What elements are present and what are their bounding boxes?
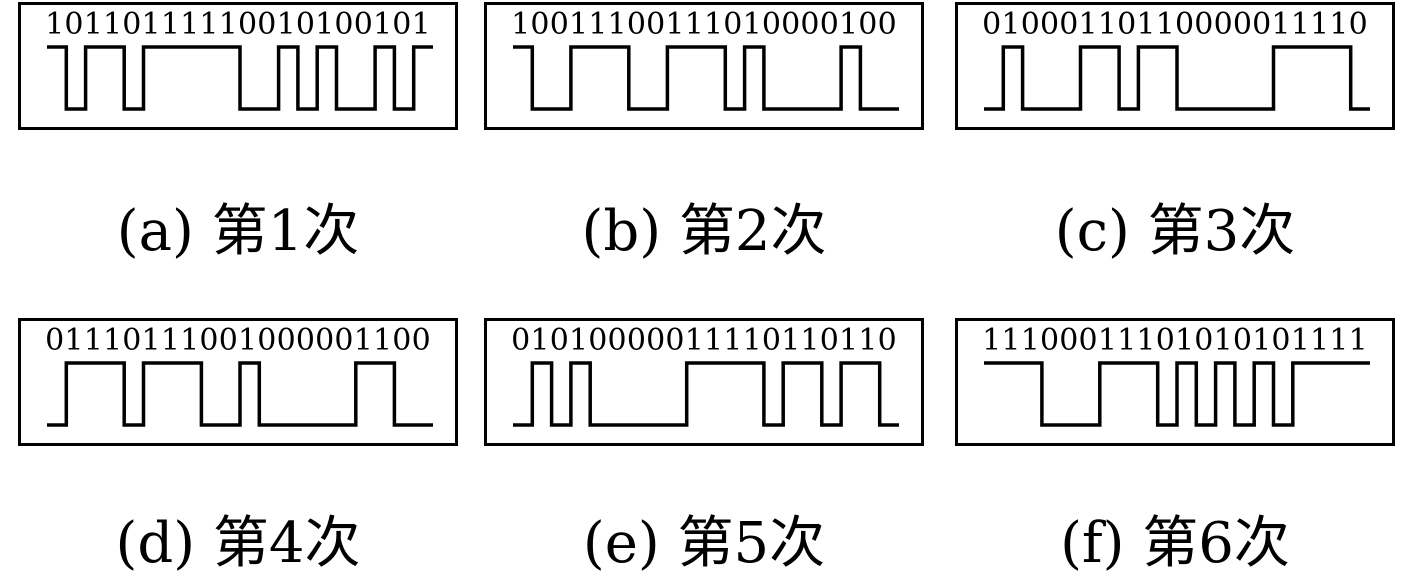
caption-e: (e) 第5次 xyxy=(582,511,826,576)
panel-d: 01110111001000001100 xyxy=(18,318,458,446)
square-waveform xyxy=(513,45,899,111)
bit-sequence: 01000110110000011110 xyxy=(982,7,1368,42)
bit-sequence: 01110111001000001100 xyxy=(45,323,431,358)
panel-c: 01000110110000011110 xyxy=(955,2,1395,130)
square-waveform xyxy=(47,45,433,111)
caption-d: (d) 第4次 xyxy=(115,511,361,576)
panel-a: 10110111110010100101 xyxy=(18,2,458,130)
waveform-path xyxy=(984,45,1370,111)
bit-sequence: 11100011101010101111 xyxy=(982,323,1368,358)
square-waveform xyxy=(984,45,1370,111)
panel-f: 11100011101010101111 xyxy=(955,318,1395,446)
waveform-path xyxy=(513,45,899,111)
bit-sequence: 10110111110010100101 xyxy=(45,7,431,42)
square-waveform xyxy=(984,361,1370,427)
waveform-path xyxy=(47,45,433,111)
caption-b: (b) 第2次 xyxy=(581,199,827,264)
caption-f: (f) 第6次 xyxy=(1060,511,1290,576)
waveform-path xyxy=(513,361,899,427)
caption-c: (c) 第3次 xyxy=(1054,199,1296,264)
panel-b: 10011100111010000100 xyxy=(484,2,924,130)
waveform-path xyxy=(47,361,433,427)
bit-sequence: 01010000011110110110 xyxy=(511,323,897,358)
waveform-path xyxy=(984,361,1370,427)
bit-sequence: 10011100111010000100 xyxy=(511,7,897,42)
square-waveform xyxy=(47,361,433,427)
caption-a: (a) 第1次 xyxy=(116,199,360,264)
square-waveform xyxy=(513,361,899,427)
panel-e: 01010000011110110110 xyxy=(484,318,924,446)
